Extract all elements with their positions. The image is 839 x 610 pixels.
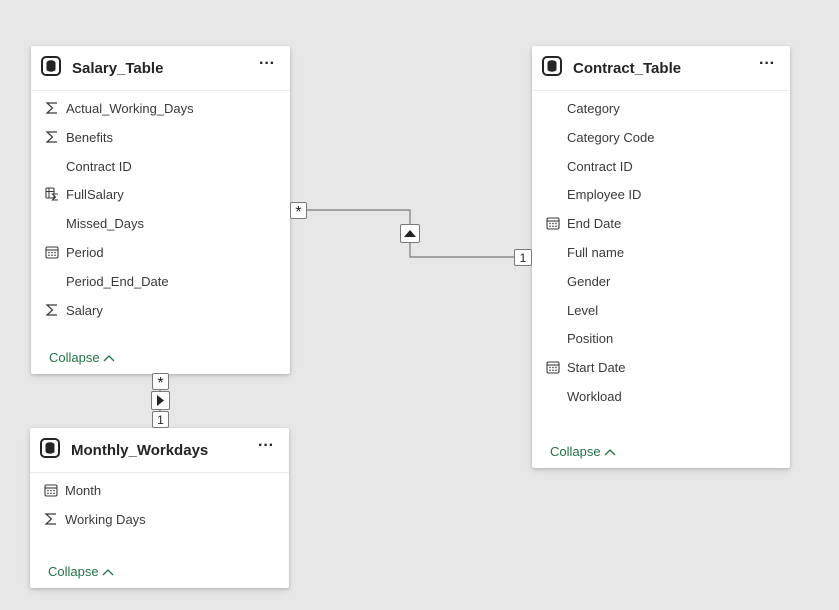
no-icon — [546, 245, 560, 259]
no-icon — [546, 303, 560, 317]
no-icon — [45, 216, 59, 230]
field-name: Category — [567, 101, 620, 116]
collapse-label: Collapse — [48, 564, 99, 579]
more-options-button[interactable]: ··· — [759, 55, 775, 72]
field-name: FullSalary — [66, 187, 124, 203]
field-row[interactable]: Position — [532, 325, 790, 354]
field-row[interactable]: Gender — [532, 268, 790, 297]
calendar-icon — [45, 245, 59, 259]
field-name: Period — [66, 244, 104, 260]
field-row[interactable]: Benefits — [31, 124, 290, 153]
field-name: Missed_Days — [66, 216, 145, 232]
field-row[interactable]: Missed_Days — [31, 210, 290, 239]
collapse-label: Collapse — [49, 350, 100, 365]
field-row[interactable]: Salary — [31, 297, 290, 326]
no-icon — [546, 187, 560, 201]
field-row[interactable]: Month — [30, 477, 289, 506]
sigma-icon — [44, 512, 58, 526]
cross-filter-direction-icon[interactable] — [400, 224, 420, 243]
sigma-icon — [45, 130, 59, 144]
cardinality-one-badge[interactable]: 1 — [514, 249, 532, 266]
field-row[interactable]: Start Date — [532, 354, 790, 383]
no-icon — [546, 159, 560, 173]
calc-table-icon — [45, 187, 59, 201]
database-icon — [542, 56, 562, 76]
field-row[interactable]: Contract ID — [31, 153, 290, 182]
field-row[interactable]: End Date — [532, 210, 790, 239]
calendar-icon — [546, 360, 560, 374]
table-title: Contract_Table — [573, 60, 682, 77]
no-icon — [546, 331, 560, 345]
table-header[interactable]: Salary_Table ··· — [31, 46, 290, 91]
field-row[interactable]: Workload — [532, 383, 790, 412]
collapse-link[interactable]: Collapse — [49, 350, 115, 365]
field-name: Contract ID — [567, 158, 633, 174]
calendar-icon — [546, 216, 560, 230]
field-name: Employee ID — [567, 187, 642, 203]
more-options-button[interactable]: ··· — [259, 55, 275, 72]
field-name: Actual_Working_Days — [66, 101, 194, 116]
no-icon — [45, 274, 59, 288]
collapse-link[interactable]: Collapse — [48, 564, 114, 579]
field-row[interactable]: Period — [31, 239, 290, 268]
calendar-icon — [44, 483, 58, 497]
cardinality-one-badge[interactable]: 1 — [152, 411, 169, 428]
field-name: Level — [567, 302, 599, 318]
field-name: Period_End_Date — [66, 273, 169, 289]
no-icon — [546, 274, 560, 288]
field-name: Gender — [567, 273, 611, 289]
cardinality-many-badge[interactable]: * — [290, 202, 307, 221]
more-options-button[interactable]: ··· — [258, 437, 274, 454]
field-name: Working Days — [65, 511, 146, 527]
field-row[interactable]: Actual_Working_Days — [31, 95, 290, 124]
field-name: End Date — [567, 216, 622, 232]
field-name: Salary — [66, 302, 103, 318]
field-name: Start Date — [567, 360, 626, 376]
field-name: Position — [567, 331, 614, 347]
sigma-icon — [45, 101, 59, 115]
table-header[interactable]: Monthly_Workdays ··· — [30, 428, 289, 473]
field-row[interactable]: Full name — [532, 239, 790, 268]
table-header[interactable]: Contract_Table ··· — [532, 46, 790, 91]
field-name: Category Code — [567, 129, 655, 145]
no-icon — [546, 130, 560, 144]
no-icon — [45, 159, 59, 173]
collapse-label: Collapse — [550, 444, 601, 459]
no-icon — [546, 389, 560, 403]
field-name: Full name — [567, 244, 625, 260]
cross-filter-direction-icon[interactable] — [151, 391, 170, 410]
cardinality-many-badge[interactable]: * — [152, 373, 169, 392]
field-name: Benefits — [66, 129, 113, 145]
chevron-up-icon — [102, 564, 114, 579]
sigma-icon — [45, 303, 59, 317]
no-icon — [546, 101, 560, 115]
field-row[interactable]: FullSalary — [31, 181, 290, 210]
field-row[interactable]: Period_End_Date — [31, 268, 290, 297]
field-row[interactable]: Category Code — [532, 124, 790, 153]
field-row[interactable]: Category — [532, 95, 790, 124]
database-icon — [40, 438, 60, 458]
field-name: Contract ID — [66, 158, 132, 174]
field-row[interactable]: Working Days — [30, 506, 289, 535]
field-row[interactable]: Employee ID — [532, 181, 790, 210]
field-name: Workload — [567, 388, 622, 404]
field-row[interactable]: Contract ID — [532, 153, 790, 182]
table-title: Salary_Table — [72, 60, 164, 77]
field-name: Month — [65, 483, 102, 498]
chevron-up-icon — [604, 444, 616, 459]
collapse-link[interactable]: Collapse — [550, 444, 616, 459]
table-title: Monthly_Workdays — [71, 442, 209, 459]
field-row[interactable]: Level — [532, 297, 790, 326]
chevron-up-icon — [103, 350, 115, 365]
database-icon — [41, 56, 61, 76]
